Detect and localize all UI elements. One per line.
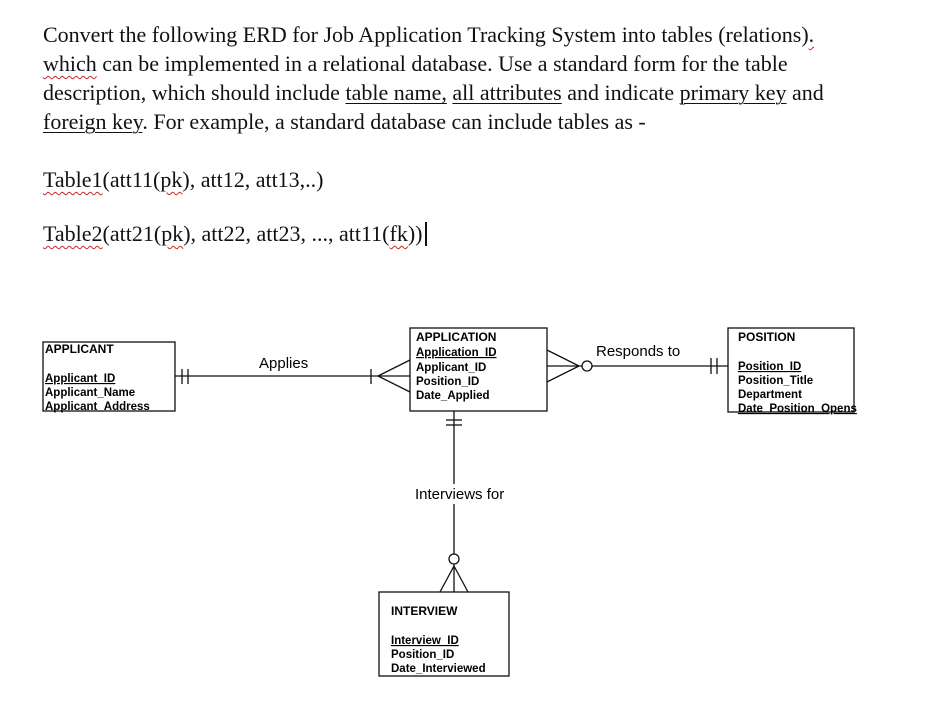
crowsfoot-left: [439, 565, 455, 593]
example-table-1-name: Table1: [43, 167, 103, 192]
position-title: POSITION: [738, 330, 795, 344]
instruction-line-3b: and indicate: [561, 80, 680, 105]
application-title: APPLICATION: [416, 330, 496, 344]
example-table-2-part-b: ), att22, att23, ..., att11(: [183, 221, 390, 246]
underlined-table-name: table name,: [345, 80, 447, 105]
instruction-line-2: can be implemented in a relational datab…: [96, 51, 788, 76]
instruction-line-4: . For example, a standard database can i…: [142, 109, 646, 134]
underlined-primary-key: primary key: [679, 80, 787, 105]
crowsfoot-right: [453, 565, 469, 593]
example-table-1-pk: pk: [160, 167, 183, 192]
instruction-paragraph: Convert the following ERD for Job Applic…: [43, 20, 913, 136]
example-table-1-part-b: ), att12, att13,..): [182, 167, 324, 192]
crowsfoot-upper: [377, 359, 411, 377]
instruction-line-3c: and: [786, 80, 824, 105]
interview-attr: Position_ID: [391, 649, 454, 661]
instruction-line-1: Convert the following ERD for Job Applic…: [43, 22, 809, 47]
applicant-attr: Applicant_Address: [45, 401, 150, 413]
instructions-text: Convert the following ERD for Job Applic…: [43, 20, 913, 246]
underlined-foreign-key: foreign key: [43, 109, 143, 134]
instruction-line-3a: description, which should include: [43, 80, 346, 105]
interview-box: [378, 591, 510, 677]
applicant-title: APPLICANT: [45, 342, 114, 356]
position-attr-pk: Position_ID: [738, 361, 801, 373]
application-attr: Date_Applied: [416, 390, 490, 402]
example-table-2-fk: fk: [389, 221, 408, 246]
application-box: [409, 327, 548, 412]
application-attr: Position_ID: [416, 376, 479, 388]
interview-entity: INTERVIEW Interview_ID Position_ID Date_…: [378, 591, 510, 677]
squiggle-mark: .: [808, 22, 815, 47]
applies-label: Applies: [259, 355, 308, 372]
applicant-attr: Applicant_Name: [45, 387, 135, 399]
position-attr: Department: [738, 389, 802, 401]
text-cursor: [424, 222, 427, 246]
zero-mark: [448, 553, 460, 565]
application-attr: Applicant_ID: [416, 362, 486, 374]
crowsfoot-lower: [377, 375, 411, 393]
label-backdrop: [412, 484, 512, 504]
position-attr: Date_Position_Opens: [738, 403, 857, 415]
interviews-for-relationship: Interviews for: [412, 411, 512, 593]
responds-to-relationship: Responds to: [546, 343, 728, 383]
example-table-2-name: Table2: [43, 221, 103, 246]
applicant-box: [42, 341, 176, 412]
example-table-2-part-c: )): [407, 221, 423, 246]
position-attr: Position_Title: [738, 375, 813, 387]
position-box: [727, 327, 855, 413]
underlined-all-attributes: all attributes: [452, 80, 562, 105]
spellcheck-word: which: [43, 51, 97, 76]
example-table-2-pk: pk: [161, 221, 184, 246]
example-table-2: Table2(att21(pk), att22, att23, ..., att…: [43, 219, 427, 248]
responds-to-label: Responds to: [596, 343, 680, 360]
interview-attr: Date_Interviewed: [391, 663, 486, 675]
applicant-attr-pk: Applicant_ID: [45, 373, 115, 385]
zero-mark: [581, 360, 593, 372]
example-table-1-part-a: (att11(: [102, 167, 161, 192]
crowsfoot-lower: [546, 365, 580, 383]
interview-attr-pk: Interview_ID: [391, 635, 459, 647]
applies-relationship: Applies: [175, 355, 411, 393]
application-entity: APPLICATION Application_ID Applicant_ID …: [409, 327, 548, 412]
interview-title: INTERVIEW: [391, 604, 458, 618]
applicant-entity: APPLICANT Applicant_ID Applicant_Name Ap…: [42, 341, 176, 413]
crowsfoot-upper: [546, 349, 580, 367]
example-table-2-part-a: (att21(: [102, 221, 162, 246]
example-table-1: Table1(att11(pk), att12, att13,..): [43, 165, 324, 194]
interviews-for-label: Interviews for: [415, 486, 504, 503]
position-entity: POSITION Position_ID Position_Title Depa…: [727, 327, 857, 415]
application-attr-pk: Application_ID: [416, 347, 497, 359]
